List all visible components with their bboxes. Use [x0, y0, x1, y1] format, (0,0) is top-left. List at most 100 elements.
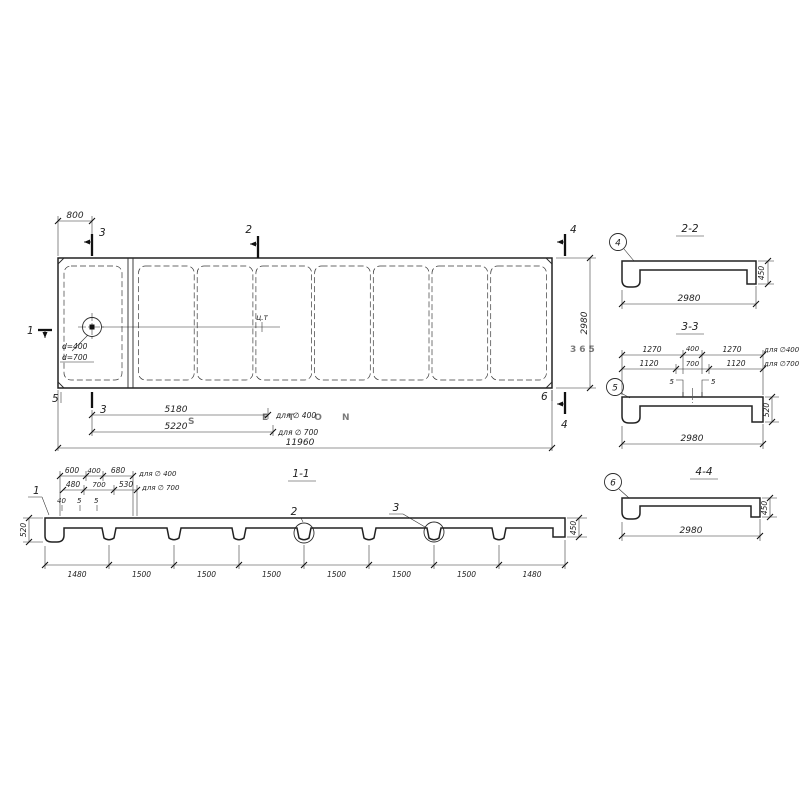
section-4-4-title: 4-4 — [695, 466, 712, 478]
section-1-1-profile — [44, 517, 566, 543]
dim-1120-a: 1120 — [639, 359, 658, 368]
watermark: S ETON 365 — [188, 345, 598, 427]
dim-5180: 5180 — [165, 405, 188, 415]
section-3-3-profile — [621, 396, 764, 424]
dim-520-left: 520 — [19, 523, 28, 538]
small-5-a: 5 — [670, 378, 675, 386]
small-5-b: 5 — [711, 378, 716, 386]
dim-width-2980: 2980 — [580, 311, 590, 334]
section-4-4: 4-4 6 2980 450 — [604, 466, 777, 541]
plan-end-rib-lines — [127, 258, 134, 388]
dim-530: 530 — [119, 480, 134, 489]
section-1-1-left-dim: 520 — [19, 514, 43, 546]
mark-4-top: 4 — [570, 224, 577, 236]
plan-dim-800: 800 — [54, 211, 96, 256]
mark-5: 5 — [52, 393, 59, 405]
callout-2: 2 — [291, 506, 298, 518]
dim-40: 40 — [57, 497, 66, 505]
plan-corner-chamfers — [57, 257, 553, 389]
callout-5-circle — [606, 378, 624, 396]
hole-d400-label: d=400 — [62, 342, 88, 351]
cg-label: ц.т — [256, 313, 268, 322]
note-d400-33: для ∅400 — [763, 346, 800, 354]
chain-1500-d: 1500 — [327, 570, 346, 579]
section-4-4-height: 450 — [760, 501, 769, 516]
section-3-3-width: 2980 — [681, 434, 704, 444]
plan-center-of-gravity: ц.т — [102, 313, 280, 332]
watermark-letters: ETON — [262, 413, 369, 423]
chain-1500-c: 1500 — [262, 570, 281, 579]
section-1-1-callouts: 1 2 3 — [28, 485, 445, 544]
callout-4-circle — [609, 233, 627, 251]
section-2-2-title: 2-2 — [681, 223, 698, 235]
chain-1480-b: 1480 — [522, 570, 541, 579]
plan-bay-0 — [63, 265, 123, 381]
chain-1500-f: 1500 — [457, 570, 476, 579]
plan-view: d=400 d=700 ц.т 3 3 2 4 4 — [27, 211, 596, 452]
plan-outline — [57, 257, 553, 389]
mark-4-bottom: 4 — [561, 419, 568, 431]
mark-6: 6 — [541, 391, 548, 403]
watermark-number: 365 — [570, 345, 598, 355]
section-1-1-chain: 1480 1500 1500 1500 1500 1500 1500 1480 — [41, 540, 569, 579]
plan-bays-dashed — [138, 265, 547, 381]
callout-4: 4 — [615, 239, 621, 249]
dim-5-a: 5 — [77, 497, 82, 505]
dim-400-11: 400 — [87, 467, 101, 475]
note-d400: для ∅ 400 — [275, 411, 316, 420]
section-1-1-dim-rows: 600 400 680 для ∅ 400 480 700 530 для ∅ … — [56, 466, 180, 516]
callout-3: 3 — [393, 502, 400, 514]
section-3-3-height: 520 — [762, 403, 771, 418]
chain-1480-a: 1480 — [67, 570, 86, 579]
callout-1: 1 — [33, 485, 40, 497]
dim-450-right: 450 — [569, 521, 578, 536]
note-d400-11: для ∅ 400 — [138, 470, 177, 478]
dim-700: 700 — [686, 360, 700, 368]
note-d700-11: для ∅ 700 — [141, 484, 180, 492]
plan-dim-2980: 2980 — [556, 254, 596, 392]
section-2-2: 2-2 4 2980 450 — [609, 223, 774, 309]
callout-6-circle — [604, 473, 622, 491]
watermark-logo-letter: S — [188, 417, 194, 427]
mark-3-bottom: 3 — [100, 404, 107, 416]
note-d700-33: для ∅700 — [763, 360, 800, 368]
mark-3-top: 3 — [99, 227, 106, 239]
chain-1500-a: 1500 — [132, 570, 151, 579]
dim-800: 800 — [66, 211, 83, 221]
section-3-3-dim-rows: 1270 400 1270 для ∅400 1120 700 1120 для… — [618, 345, 800, 395]
dim-600: 600 — [65, 466, 80, 475]
callout-5: 5 — [612, 384, 618, 394]
section-4-4-width: 2980 — [680, 526, 703, 536]
detail-circle-2 — [293, 522, 315, 544]
plan-dim-rows: 5180 для ∅ 400 5220 для ∅ 700 11960 — [54, 390, 556, 452]
dim-1270-a: 1270 — [642, 345, 661, 354]
dim-11960: 11960 — [286, 438, 315, 448]
section-1-1-title: 1-1 — [292, 468, 309, 480]
callout-6: 6 — [610, 479, 616, 489]
section-3-3: 3-3 1270 400 1270 для ∅400 1120 700 1120… — [606, 321, 800, 449]
dim-1270-b: 1270 — [722, 345, 741, 354]
dim-400: 400 — [686, 345, 700, 353]
mark-1: 1 — [27, 325, 34, 337]
dim-480: 480 — [66, 480, 81, 489]
section-2-2-width: 2980 — [678, 294, 701, 304]
plan-hole: d=400 d=700 — [60, 313, 106, 363]
dim-700-11: 700 — [92, 481, 106, 489]
plan-cut-marks: 3 3 2 4 4 1 5 6 — [27, 224, 577, 431]
section-3-3-title: 3-3 — [681, 321, 698, 333]
hole-center-mark — [89, 324, 95, 330]
note-d700: для ∅ 700 — [277, 428, 318, 437]
detail-circle-3 — [423, 521, 445, 543]
dim-5-b: 5 — [94, 497, 99, 505]
chain-1500-b: 1500 — [197, 570, 216, 579]
section-2-2-profile — [621, 260, 757, 288]
mark-2: 2 — [245, 224, 252, 236]
dim-680: 680 — [111, 466, 126, 475]
hole-d700-label: d=700 — [62, 353, 88, 362]
section-4-4-profile — [621, 497, 761, 520]
chain-1500-e: 1500 — [392, 570, 411, 579]
dim-1120-b: 1120 — [726, 359, 745, 368]
section-1-1-right-dim: 450 — [567, 514, 587, 541]
